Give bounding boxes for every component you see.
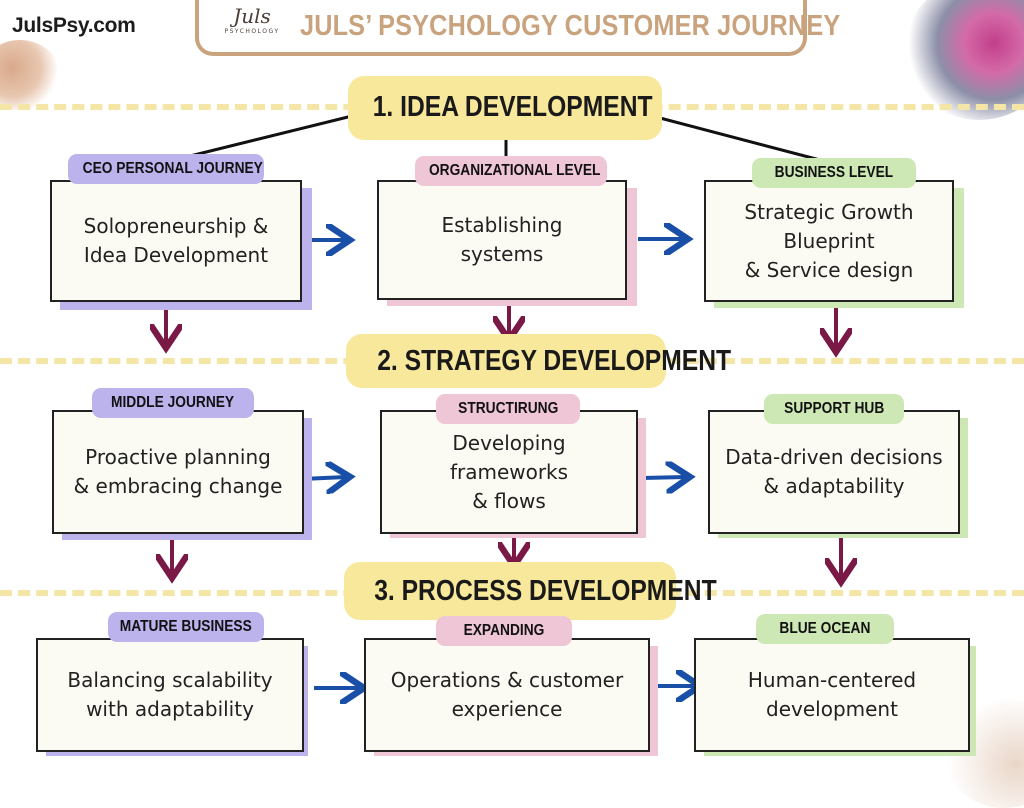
card-text: Proactive planning & embracing change [73,445,283,498]
tag-label: MIDDLE JOURNEY [111,394,235,411]
tag-organizational-level: ORGANIZATIONAL LEVEL [415,156,607,186]
paint-splash-top-right [904,0,1024,120]
card-text: Data-driven decisions & adaptability [725,445,943,498]
tag-middle-journey: MIDDLE JOURNEY [92,388,254,418]
connector-line-right [659,116,821,162]
card-organizational-level: Establishing systems [377,180,627,300]
page-title: JULS’ PSYCHOLOGY CUSTOMER JOURNEY [300,10,841,42]
stage-idea-development: 1. IDEA DEVELOPMENT [348,76,662,140]
card-support-hub: Data-driven decisions & adaptability [708,410,960,534]
tag-label: MATURE BUSINESS [119,618,253,635]
card-business-level: Strategic Growth Blueprint & Service des… [704,180,954,302]
card-expanding: Operations & customer experience [364,638,650,752]
tag-label: BLUE OCEAN [779,620,871,637]
tag-label: CEO PERSONAL JOURNEY [82,160,263,177]
connector-line-left [189,114,353,158]
card-blue-ocean: Human-centered development [694,638,970,752]
card-text: Human-centered development [747,668,917,721]
card-text: Developing frameworks & flows [449,430,569,513]
tag-expanding: EXPANDING [436,616,572,646]
tag-label: STRUCTIRUNG [457,400,559,417]
tag-label: BUSINESS LEVEL [774,164,894,181]
card-middle-journey: Proactive planning & embracing change [52,410,304,534]
tag-business-level: BUSINESS LEVEL [752,158,916,188]
tag-label: EXPANDING [463,622,545,639]
paint-splash-top-left [0,40,60,110]
tag-label: SUPPORT HUB [783,400,885,417]
tag-support-hub: SUPPORT HUB [764,394,904,424]
header-banner [195,0,807,56]
stage-strategy-development-label: 2. STRATEGY DEVELOPMENT [377,345,732,377]
card-text: Balancing scalability with adaptability [67,668,273,721]
logo-sub-text: PSYCHOLOGY [224,28,280,35]
stage-process-development: 3. PROCESS DEVELOPMENT [344,562,717,620]
card-text: Strategic Growth Blueprint & Service des… [744,199,914,282]
tag-mature-business: MATURE BUSINESS [108,612,264,642]
arrow-right-r2-2 [641,477,686,478]
brand-link[interactable]: JulsPsy.com [12,14,136,37]
card-structirung: Developing frameworks & flows [380,410,638,534]
stage-idea-development-label: 1. IDEA DEVELOPMENT [372,91,653,123]
tag-structirung: STRUCTIRUNG [436,394,580,424]
card-mature-business: Balancing scalability with adaptability [36,638,304,752]
stage-process-development-label: 3. PROCESS DEVELOPMENT [374,575,717,607]
card-ceo-personal-journey: Solopreneurship & Idea Development [50,180,302,302]
stage-strategy-development: 2. STRATEGY DEVELOPMENT [346,334,731,388]
card-text: Solopreneurship & Idea Development [83,214,269,267]
logo-script-text: Juls [233,4,271,28]
card-text: Operations & customer experience [390,668,624,721]
tag-label: ORGANIZATIONAL LEVEL [428,162,601,179]
tag-ceo-personal-journey: CEO PERSONAL JOURNEY [68,154,264,184]
tag-blue-ocean: BLUE OCEAN [756,614,894,644]
card-text: Establishing systems [441,213,563,266]
juls-psychology-logo: Juls PSYCHOLOGY [222,4,282,48]
